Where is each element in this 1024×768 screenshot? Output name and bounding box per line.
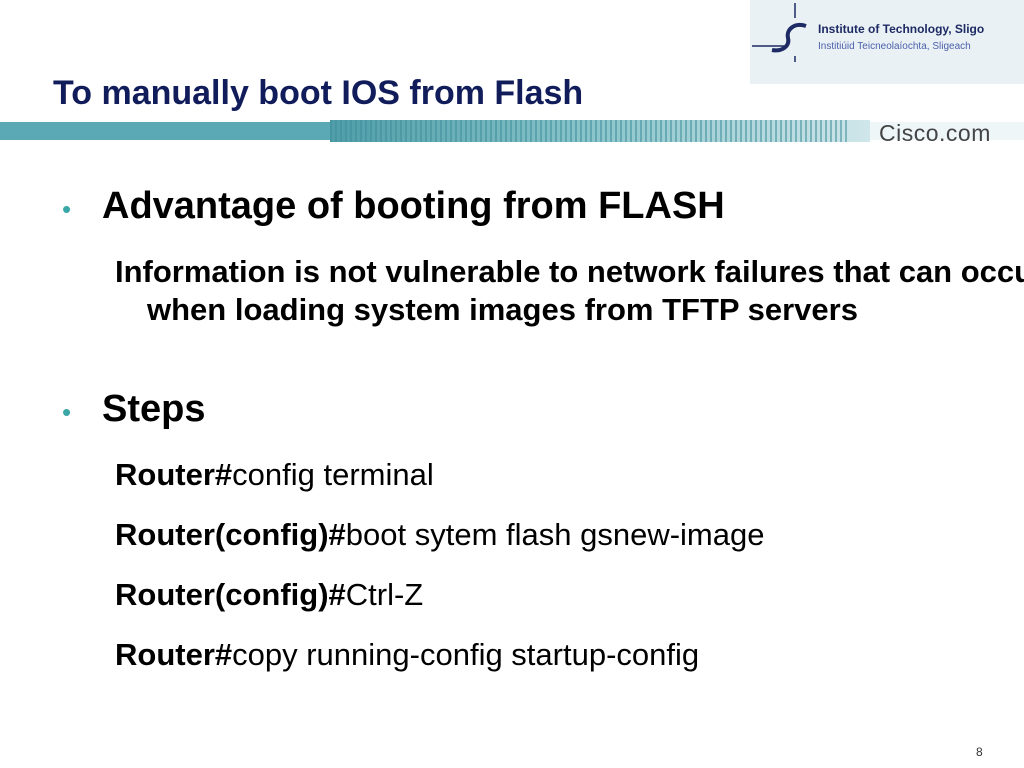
command-line: Router#copy running-config startup-confi… — [115, 637, 699, 673]
header-band — [0, 120, 1024, 142]
bullet-icon: • — [62, 397, 72, 427]
slide-title: To manually boot IOS from Flash — [53, 74, 584, 112]
cli-prompt: Router# — [115, 457, 233, 492]
cli-command: config terminal — [232, 457, 434, 492]
cli-prompt: Router(config)# — [115, 577, 346, 612]
institute-swoosh-icon — [752, 3, 807, 62]
cli-command: boot sytem flash gsnew-image — [345, 517, 765, 552]
command-line: Router(config)#boot sytem flash gsnew-im… — [115, 517, 764, 553]
bullet-icon: • — [62, 194, 72, 224]
institute-logo: Institute of Technology, Sligo Institiúi… — [750, 0, 1024, 84]
institute-name: Institute of Technology, Sligo — [818, 22, 985, 36]
advantage-detail: Information is not vulnerable to network… — [115, 254, 1024, 327]
command-line: Router#config terminal — [115, 457, 434, 493]
cli-prompt: Router(config)# — [115, 517, 346, 552]
bullet-steps-text: Steps — [102, 388, 206, 430]
bullet-advantage-text: Advantage of booting from FLASH — [102, 185, 725, 227]
cisco-brand: Cisco.com — [879, 120, 991, 146]
cli-prompt: Router# — [115, 637, 233, 672]
cli-command: Ctrl-Z — [345, 577, 424, 612]
institute-irish-name: Institiúid Teicneolaíochta, Sligeach — [818, 41, 971, 52]
page-number: 8 — [976, 745, 983, 759]
cli-command: copy running-config startup-config — [232, 637, 700, 672]
command-line: Router(config)#Ctrl-Z — [115, 577, 423, 613]
